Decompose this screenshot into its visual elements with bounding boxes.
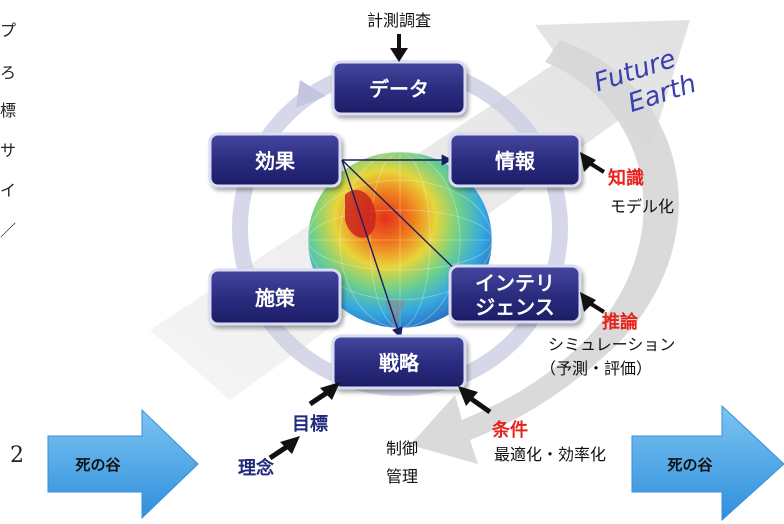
node-effect: 効果 xyxy=(208,132,342,188)
valley-arrow-right: 死の谷 xyxy=(631,404,784,522)
arrow-philosophy xyxy=(268,436,300,461)
label-model: モデル化 xyxy=(610,197,674,216)
node-data: データ xyxy=(331,60,467,116)
left-fragment-4: サ xyxy=(0,141,16,160)
arrow-knowledge xyxy=(580,152,606,174)
node-info: 情報 xyxy=(448,132,582,188)
node-measure: 施策 xyxy=(208,268,342,326)
label-control-2: 管理 xyxy=(386,467,418,486)
arrow-survey xyxy=(390,34,408,62)
node-info-label: 情報 xyxy=(495,149,536,173)
left-fragment-6: ／ xyxy=(0,221,16,240)
node-intel-label-2: ジェンス xyxy=(475,295,555,319)
effect-arrows xyxy=(341,154,471,339)
arrow-goal xyxy=(308,382,340,407)
node-effect-label: 効果 xyxy=(255,149,295,173)
label-simulation: シミュレーション xyxy=(548,335,675,354)
valley-right-label: 死の谷 xyxy=(667,456,713,474)
node-intel-label-1: インテリ xyxy=(475,271,555,295)
node-intelligence: インテリ ジェンス xyxy=(448,264,582,324)
label-philosophy: 理念 xyxy=(238,457,274,479)
label-survey: 計測調査 xyxy=(367,11,431,30)
left-fragment-3: 標 xyxy=(0,101,16,120)
node-data-label: データ xyxy=(369,77,429,101)
node-strategy: 戦略 xyxy=(331,334,467,390)
arrow-inference xyxy=(580,292,606,314)
left-fragment-2: ろ xyxy=(0,63,16,82)
node-measure-label: 施策 xyxy=(255,286,296,310)
label-prediction: （予測・評価） xyxy=(540,359,652,378)
left-fragment-5: イ xyxy=(0,181,16,200)
label-condition: 条件 xyxy=(491,419,528,441)
left-text-fragments: プ ろ 標 サ イ ／ xyxy=(0,21,16,240)
valley-arrow-left: 死の谷 xyxy=(47,408,199,520)
valley-left-label: 死の谷 xyxy=(75,456,121,474)
page-number: 2 xyxy=(10,443,24,468)
label-optimization: 最適化・効率化 xyxy=(494,445,606,464)
curved-return-arrow xyxy=(410,40,679,464)
label-inference: 推論 xyxy=(602,311,639,333)
arrow-condition xyxy=(458,386,492,415)
label-knowledge: 知識 xyxy=(608,167,644,189)
label-control-1: 制御 xyxy=(386,439,418,458)
node-strategy-label: 戦略 xyxy=(379,351,420,375)
label-goal: 目標 xyxy=(292,413,328,435)
left-fragment-1: プ xyxy=(0,21,16,40)
